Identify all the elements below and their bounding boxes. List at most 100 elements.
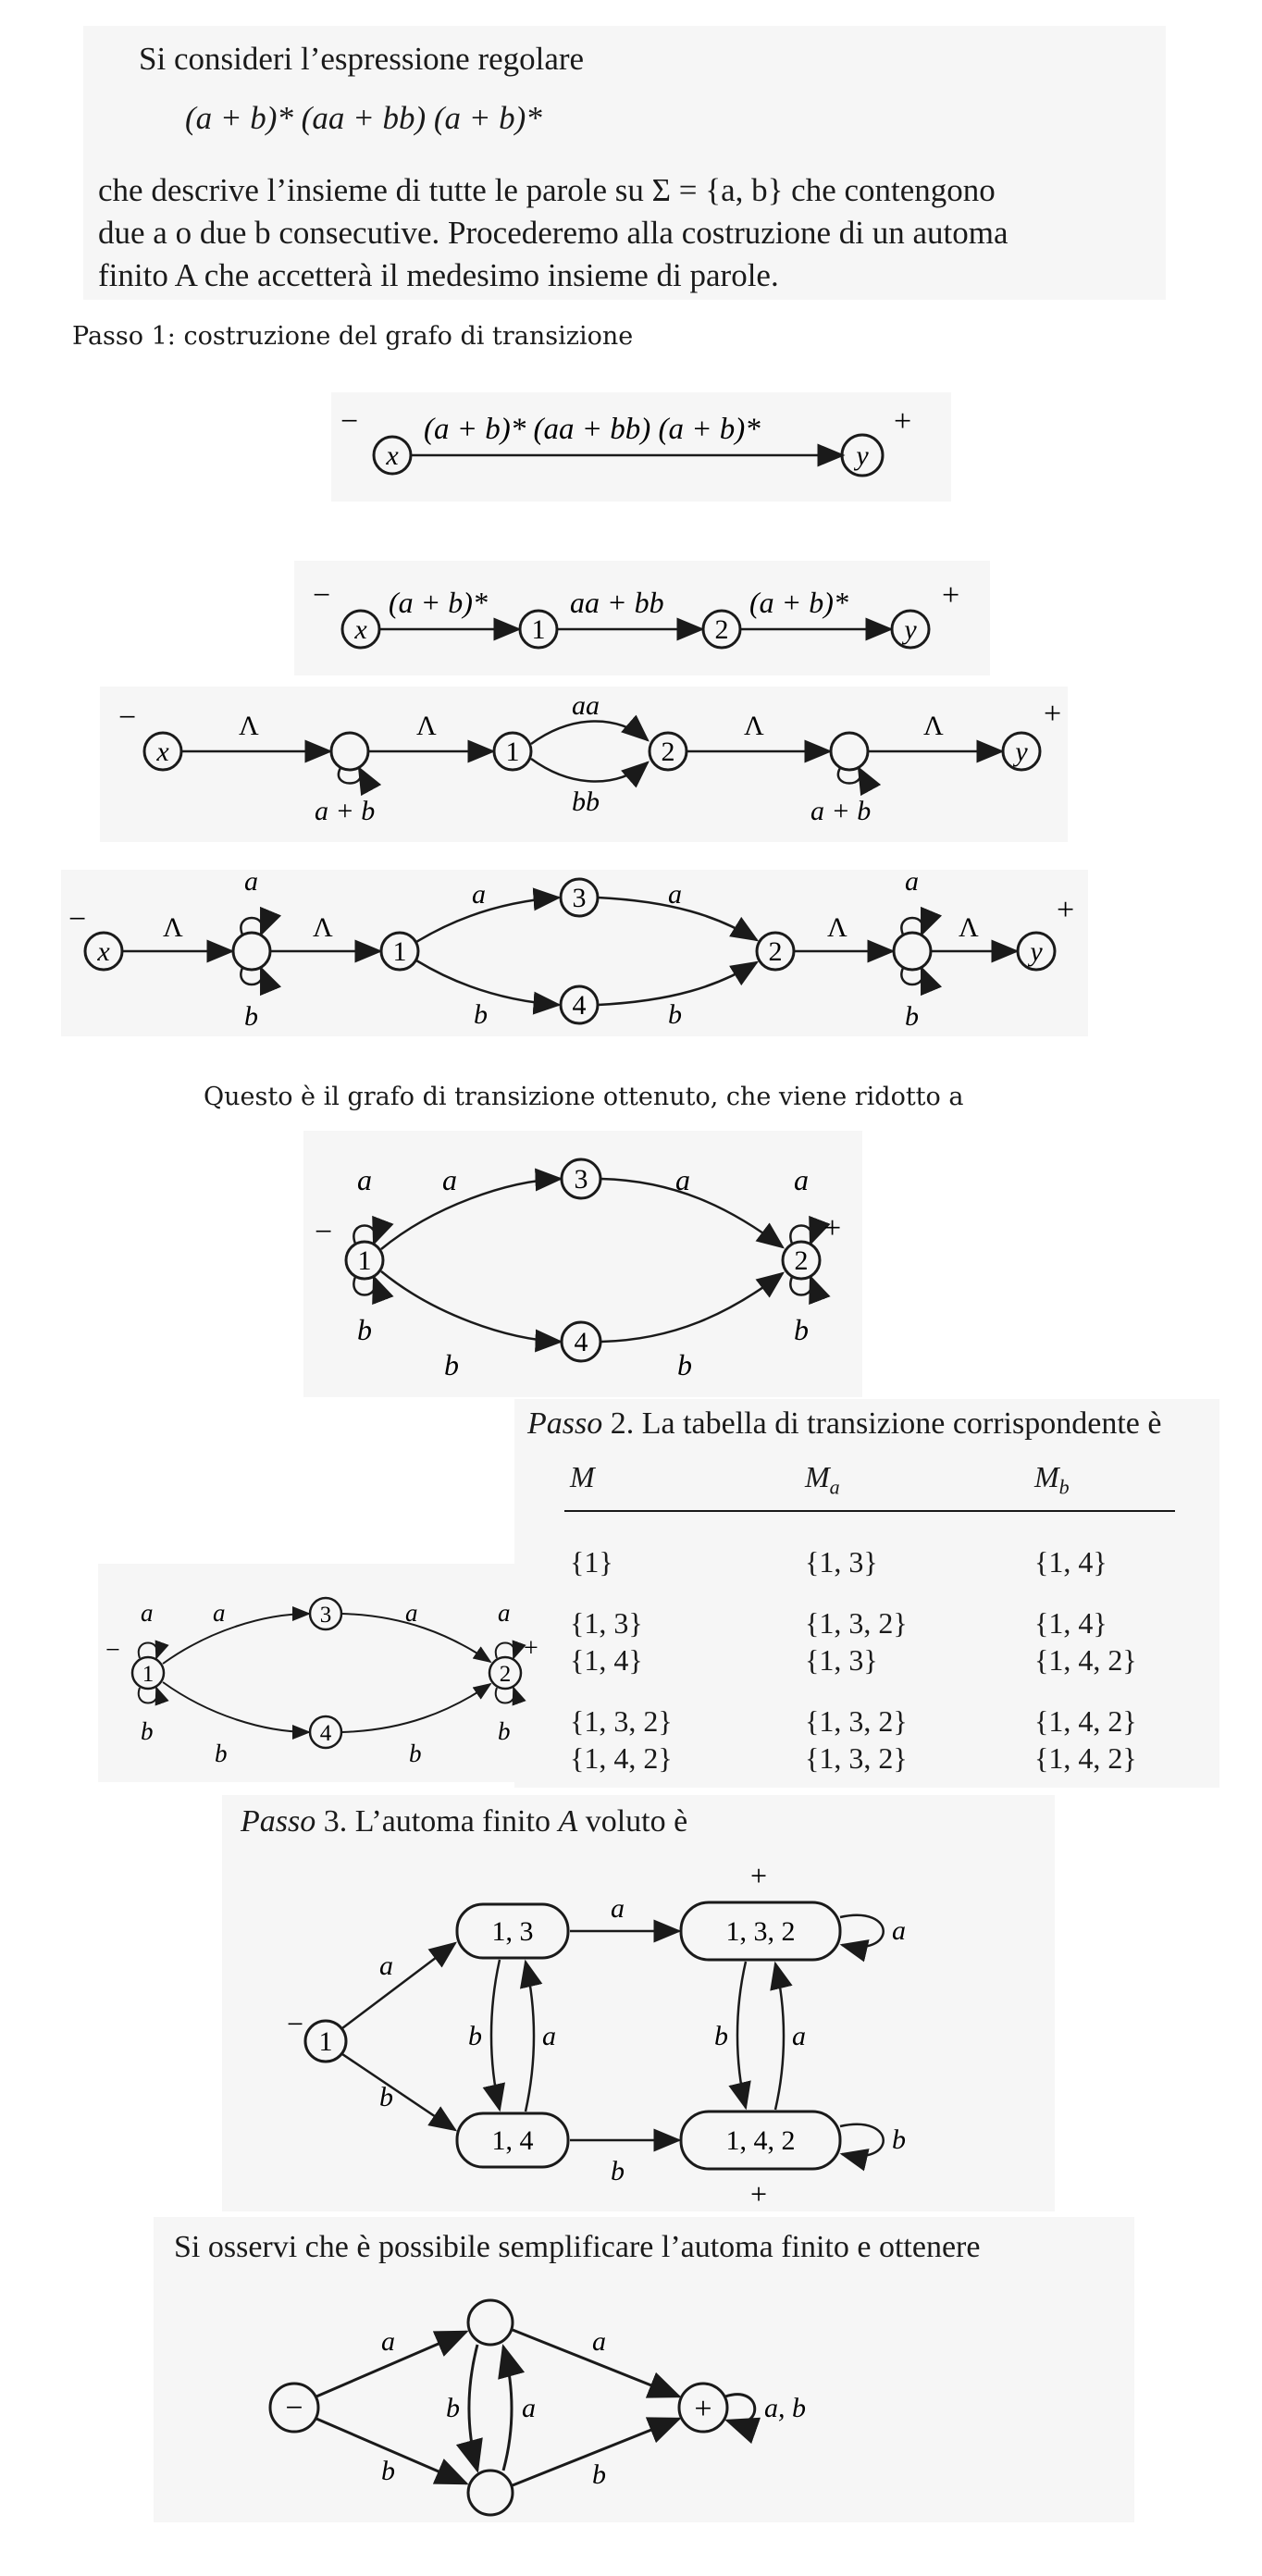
g4-state-3-label: 3 bbox=[573, 883, 587, 913]
g4-loop-1-top-label: a bbox=[244, 870, 258, 897]
g4-state-1-label: 1 bbox=[393, 936, 407, 967]
final-state-132-label: 1, 3, 2 bbox=[726, 1916, 796, 1947]
g2-edge-3-label: (a + b)* bbox=[749, 586, 848, 619]
g4-edge-1-3 bbox=[415, 887, 562, 944]
table-header-ma: Ma bbox=[805, 1460, 840, 1499]
g3-edge-aa bbox=[530, 714, 650, 746]
intro-block: Si consideri l’espressione regolare (a +… bbox=[83, 26, 1166, 300]
g3-state-loop-1 bbox=[329, 731, 370, 772]
g3-state-2-label: 2 bbox=[662, 737, 675, 767]
g5-loop-2-top-label: a bbox=[794, 1163, 809, 1196]
step2-table-panel bbox=[514, 1399, 1219, 1788]
g5-state-3-label: 3 bbox=[575, 1164, 588, 1195]
simplified-bottom-state bbox=[466, 2469, 514, 2517]
intro-line1: Si consideri l’espressione regolare bbox=[139, 41, 585, 77]
g4-state-y-label: y bbox=[1027, 936, 1043, 967]
g5-loop-1-top-label: a bbox=[357, 1163, 372, 1196]
simplified-final-state bbox=[677, 2382, 729, 2434]
table-row-0-mb: {1, 4} bbox=[1034, 1545, 1107, 1579]
graph3-plus: + bbox=[1044, 697, 1061, 731]
g6-loop-1-bottom-label: b bbox=[141, 1717, 154, 1745]
g4-loop-1-bottom-label: b bbox=[244, 1001, 258, 1032]
final-state-132 bbox=[679, 1901, 842, 1962]
g3-loop-1-label: a + b bbox=[315, 796, 375, 826]
g5-edge-4-2 bbox=[600, 1271, 785, 1344]
g2-state-x-label: x bbox=[353, 614, 367, 645]
g3-loop-1 bbox=[337, 765, 382, 797]
step3-heading: Passo 3. L’automa finito A voluto è bbox=[241, 1804, 687, 1839]
graph2-diagram: − x (a + b)* 1 aa + bb 2 (a + b)* y + bbox=[294, 561, 990, 675]
g5-loop-1-bottom bbox=[353, 1274, 394, 1306]
g6-loop-2-top bbox=[494, 1640, 526, 1660]
simplified-final-loop-label: a, b bbox=[764, 2393, 806, 2423]
final-edge-14-142-label: b bbox=[611, 2156, 625, 2186]
final-plus-bottom: + bbox=[750, 2177, 767, 2211]
g5-state-2-label: 2 bbox=[795, 1245, 809, 1276]
final-edge-14-13-label: a bbox=[542, 2021, 556, 2051]
g6-state-2-label: 2 bbox=[500, 1662, 512, 1687]
simplify-panel bbox=[154, 2217, 1134, 2522]
simplified-edge-top-bottom bbox=[455, 2344, 483, 2473]
g4-lambda-1: Λ bbox=[163, 912, 183, 943]
step3-heading-mid: 3. L’automa finito bbox=[316, 1804, 559, 1839]
final-edge-13-132-label: a bbox=[611, 1893, 625, 1924]
graph3-minus: − bbox=[118, 700, 136, 735]
g4-lambda-2: Λ bbox=[313, 912, 333, 943]
g4-state-y bbox=[1016, 931, 1057, 972]
g3-lambda-3: Λ bbox=[744, 711, 764, 741]
g5-edge-1-3 bbox=[380, 1168, 563, 1250]
intro-line3: due a o due b consecutive. Procederemo a… bbox=[98, 215, 1008, 251]
g6-loop-1-top-label: a bbox=[141, 1599, 154, 1627]
final-loop-142 bbox=[839, 2123, 885, 2172]
g5-state-1-label: 1 bbox=[358, 1245, 372, 1276]
g3-state-loop-2 bbox=[829, 731, 870, 772]
g4-lambda-3: Λ bbox=[827, 912, 848, 943]
g5-state-3 bbox=[560, 1158, 602, 1200]
g6-state-4-label: 4 bbox=[320, 1721, 332, 1746]
simplified-edge-top-final-label: a bbox=[592, 2326, 606, 2357]
simplified-edge-bottom-final-label: b bbox=[592, 2459, 606, 2490]
g3-loop-2-label: a + b bbox=[810, 796, 871, 826]
g3-state-1 bbox=[492, 731, 533, 772]
g4-lambda-4: Λ bbox=[959, 912, 979, 943]
g4-edge-4-2 bbox=[597, 960, 760, 1007]
graph4-diagram: − x Λ a b Λ 1 a 3 a b 4 b 2 Λ a b Λ y + bbox=[61, 870, 1088, 1036]
g5-edge-1-3-label: a bbox=[442, 1163, 457, 1196]
table-row-2-ma: {1, 3} bbox=[805, 1643, 878, 1677]
g2-edge-1-label: (a + b)* bbox=[389, 586, 488, 619]
g6-loop-2-bottom-label: b bbox=[498, 1717, 511, 1745]
g5-state-1 bbox=[344, 1240, 385, 1281]
final-edge-132-142-label: b bbox=[714, 2021, 728, 2051]
simplified-edge-bottom-final bbox=[512, 2417, 682, 2487]
g3-lambda-1: Λ bbox=[239, 711, 259, 741]
g5-loop-1-bottom-label: b bbox=[357, 1313, 372, 1346]
g4-state-4-label: 4 bbox=[573, 990, 587, 1021]
g3-lambda-4: Λ bbox=[923, 711, 944, 741]
simplified-edge-bottom-top bbox=[498, 2344, 526, 2471]
simplified-edge-start-bottom bbox=[316, 2417, 469, 2485]
graph4-minus: − bbox=[68, 902, 86, 936]
g4-state-x-label: x bbox=[96, 936, 110, 967]
g6-state-3-label: 3 bbox=[320, 1603, 332, 1628]
final-state-142-label: 1, 4, 2 bbox=[726, 2125, 796, 2156]
step3-heading-passo: Passo bbox=[241, 1804, 316, 1839]
graph6-minus: − bbox=[105, 1636, 120, 1665]
graph3-diagram: − x Λ a + b Λ 1 aa bb 2 Λ a + b Λ y + bbox=[100, 687, 1068, 842]
g6-state-1 bbox=[130, 1655, 166, 1690]
step1-heading: Passo 1: costruzione del grafo di transi… bbox=[72, 322, 634, 351]
table-header-mb: Mb bbox=[1034, 1460, 1070, 1499]
simplified-final-label: + bbox=[694, 2392, 711, 2426]
final-edge-1-14 bbox=[341, 2052, 458, 2132]
simplified-edge-start-top bbox=[316, 2330, 469, 2398]
g6-edge-1-4-label: b bbox=[215, 1740, 228, 1767]
g6-edge-4-2 bbox=[341, 1682, 492, 1733]
g5-state-4 bbox=[560, 1320, 602, 1363]
g3-edge-aa-label: aa bbox=[572, 690, 600, 721]
g6-loop-2-bottom bbox=[494, 1686, 526, 1706]
g6-state-3 bbox=[308, 1596, 343, 1631]
graph4-plus: + bbox=[1057, 893, 1074, 927]
final-loop-132 bbox=[839, 1913, 885, 1963]
simplified-edge-top-bottom-label: b bbox=[446, 2393, 460, 2423]
final-edge-1-13-label: a bbox=[379, 1951, 393, 1981]
simplified-edge-top-final bbox=[512, 2328, 682, 2398]
